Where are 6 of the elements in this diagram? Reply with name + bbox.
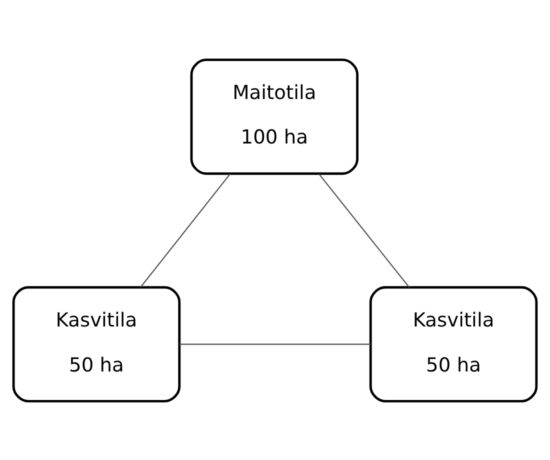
node-box: Kasvitila 50 ha (369, 286, 538, 402)
connector (318, 173, 410, 288)
node-box: Kasvitila 50 ha (12, 286, 181, 402)
connector (179, 343, 371, 344)
connector (140, 173, 230, 288)
node-box: Maitotila 100 ha (190, 58, 359, 174)
